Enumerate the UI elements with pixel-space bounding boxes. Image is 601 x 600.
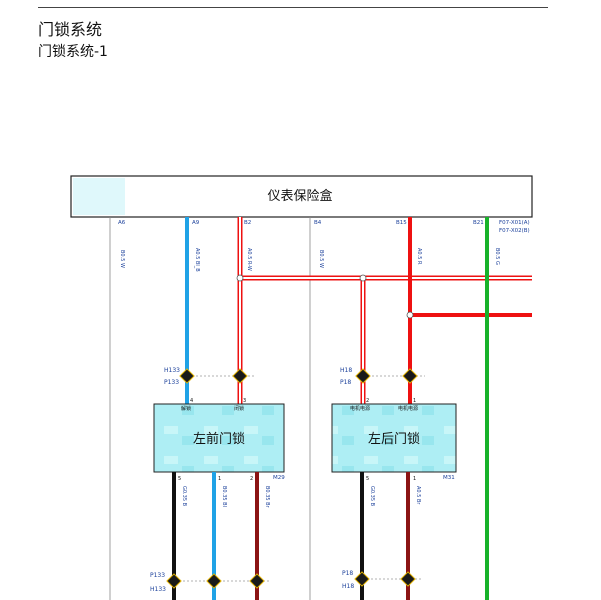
svg-text:1: 1 — [413, 398, 416, 404]
svg-text:5: 5 — [178, 476, 181, 482]
svg-text:P133: P133 — [150, 572, 165, 579]
svg-text:5: 5 — [366, 476, 369, 482]
wire-red — [406, 217, 532, 376]
svg-text:电机电源: 电机电源 — [398, 405, 418, 412]
connector-labels-lower: P133 H133 P18 H18 — [150, 570, 354, 593]
svg-text:H18: H18 — [340, 367, 352, 374]
svg-text:解锁: 解锁 — [181, 405, 191, 412]
wire-codes-lower: G0.35 B B0.35 Bl B0.35 Br G0.35 B A0.5 B… — [181, 486, 421, 509]
right-lock-label: 左后门锁 — [368, 431, 420, 447]
connector-ref: F07-X01(A) — [499, 220, 530, 226]
fuse-box-label: 仪表保险盒 — [267, 188, 332, 204]
svg-text:3: 3 — [243, 398, 246, 404]
svg-text:1: 1 — [413, 476, 416, 482]
wire-codes-top: B0.5 W A0.5 Bl_B A0.5 R-W B0.5 W A0.5 R … — [119, 248, 500, 272]
right-lock-ref: M31 — [443, 475, 455, 481]
connector-diamonds-upper — [179, 368, 418, 384]
svg-text:1: 1 — [218, 476, 221, 482]
svg-text:B0.5 W: B0.5 W — [318, 250, 324, 268]
svg-text:B0.5 G: B0.5 G — [494, 248, 500, 265]
left-lock-label: 左前门锁 — [193, 431, 245, 447]
svg-text:H133: H133 — [164, 367, 180, 374]
svg-text:A0.5 Bl_B: A0.5 Bl_B — [194, 248, 200, 272]
svg-text:P133: P133 — [164, 379, 179, 386]
svg-text:闭锁: 闭锁 — [234, 405, 244, 412]
svg-text:4: 4 — [190, 398, 193, 404]
pin-label: A9 — [192, 220, 200, 226]
connector-ref: F07-X02(B) — [499, 228, 530, 234]
svg-text:2: 2 — [250, 476, 253, 482]
left-rear-door-lock: 左后门锁 2 1 电机电源 电机电源 5 1 M31 — [331, 398, 457, 482]
svg-text:P18: P18 — [342, 570, 353, 577]
svg-text:H18: H18 — [342, 583, 354, 590]
pin-label: B15 — [396, 220, 407, 226]
svg-text:B0.5 W: B0.5 W — [119, 250, 125, 268]
svg-text:G0.35 B: G0.35 B — [369, 486, 375, 507]
svg-text:H133: H133 — [150, 586, 166, 593]
pin-label: B21 — [473, 220, 484, 226]
connector-labels-upper: H133 P133 H18 P18 — [164, 367, 352, 386]
svg-text:2: 2 — [366, 398, 369, 404]
pin-label: A6 — [118, 220, 126, 226]
svg-text:A0.5 R-W: A0.5 R-W — [246, 248, 252, 271]
pin-label: B2 — [244, 220, 251, 226]
svg-text:电机电源: 电机电源 — [350, 405, 370, 412]
wire-red-white — [236, 217, 532, 376]
fuse-box — [70, 175, 533, 218]
svg-text:B0.35 Bl: B0.35 Bl — [221, 486, 227, 507]
svg-text:G0.35 B: G0.35 B — [181, 486, 187, 507]
page-title: 门锁系统 — [38, 20, 103, 39]
fuse-box-shade — [73, 178, 125, 215]
connector-diamonds-lower — [166, 571, 416, 589]
page-subtitle: 门锁系统-1 — [38, 44, 108, 60]
svg-text:P18: P18 — [340, 379, 351, 386]
svg-text:A0.5 Br: A0.5 Br — [415, 486, 421, 505]
left-lock-ref: M29 — [273, 475, 285, 481]
header-rule — [38, 7, 548, 8]
svg-text:B0.35 Br: B0.35 Br — [264, 486, 270, 509]
left-front-door-lock: 左前门锁 4 3 解锁 闭锁 5 1 2 M29 — [153, 398, 285, 482]
pin-label: B4 — [314, 220, 322, 226]
fuse-pin-labels: A6 A9 B2 B4 B15 B21 F07-X01(A) F07-X02(B… — [118, 220, 530, 234]
svg-text:A0.5 R: A0.5 R — [416, 248, 422, 265]
